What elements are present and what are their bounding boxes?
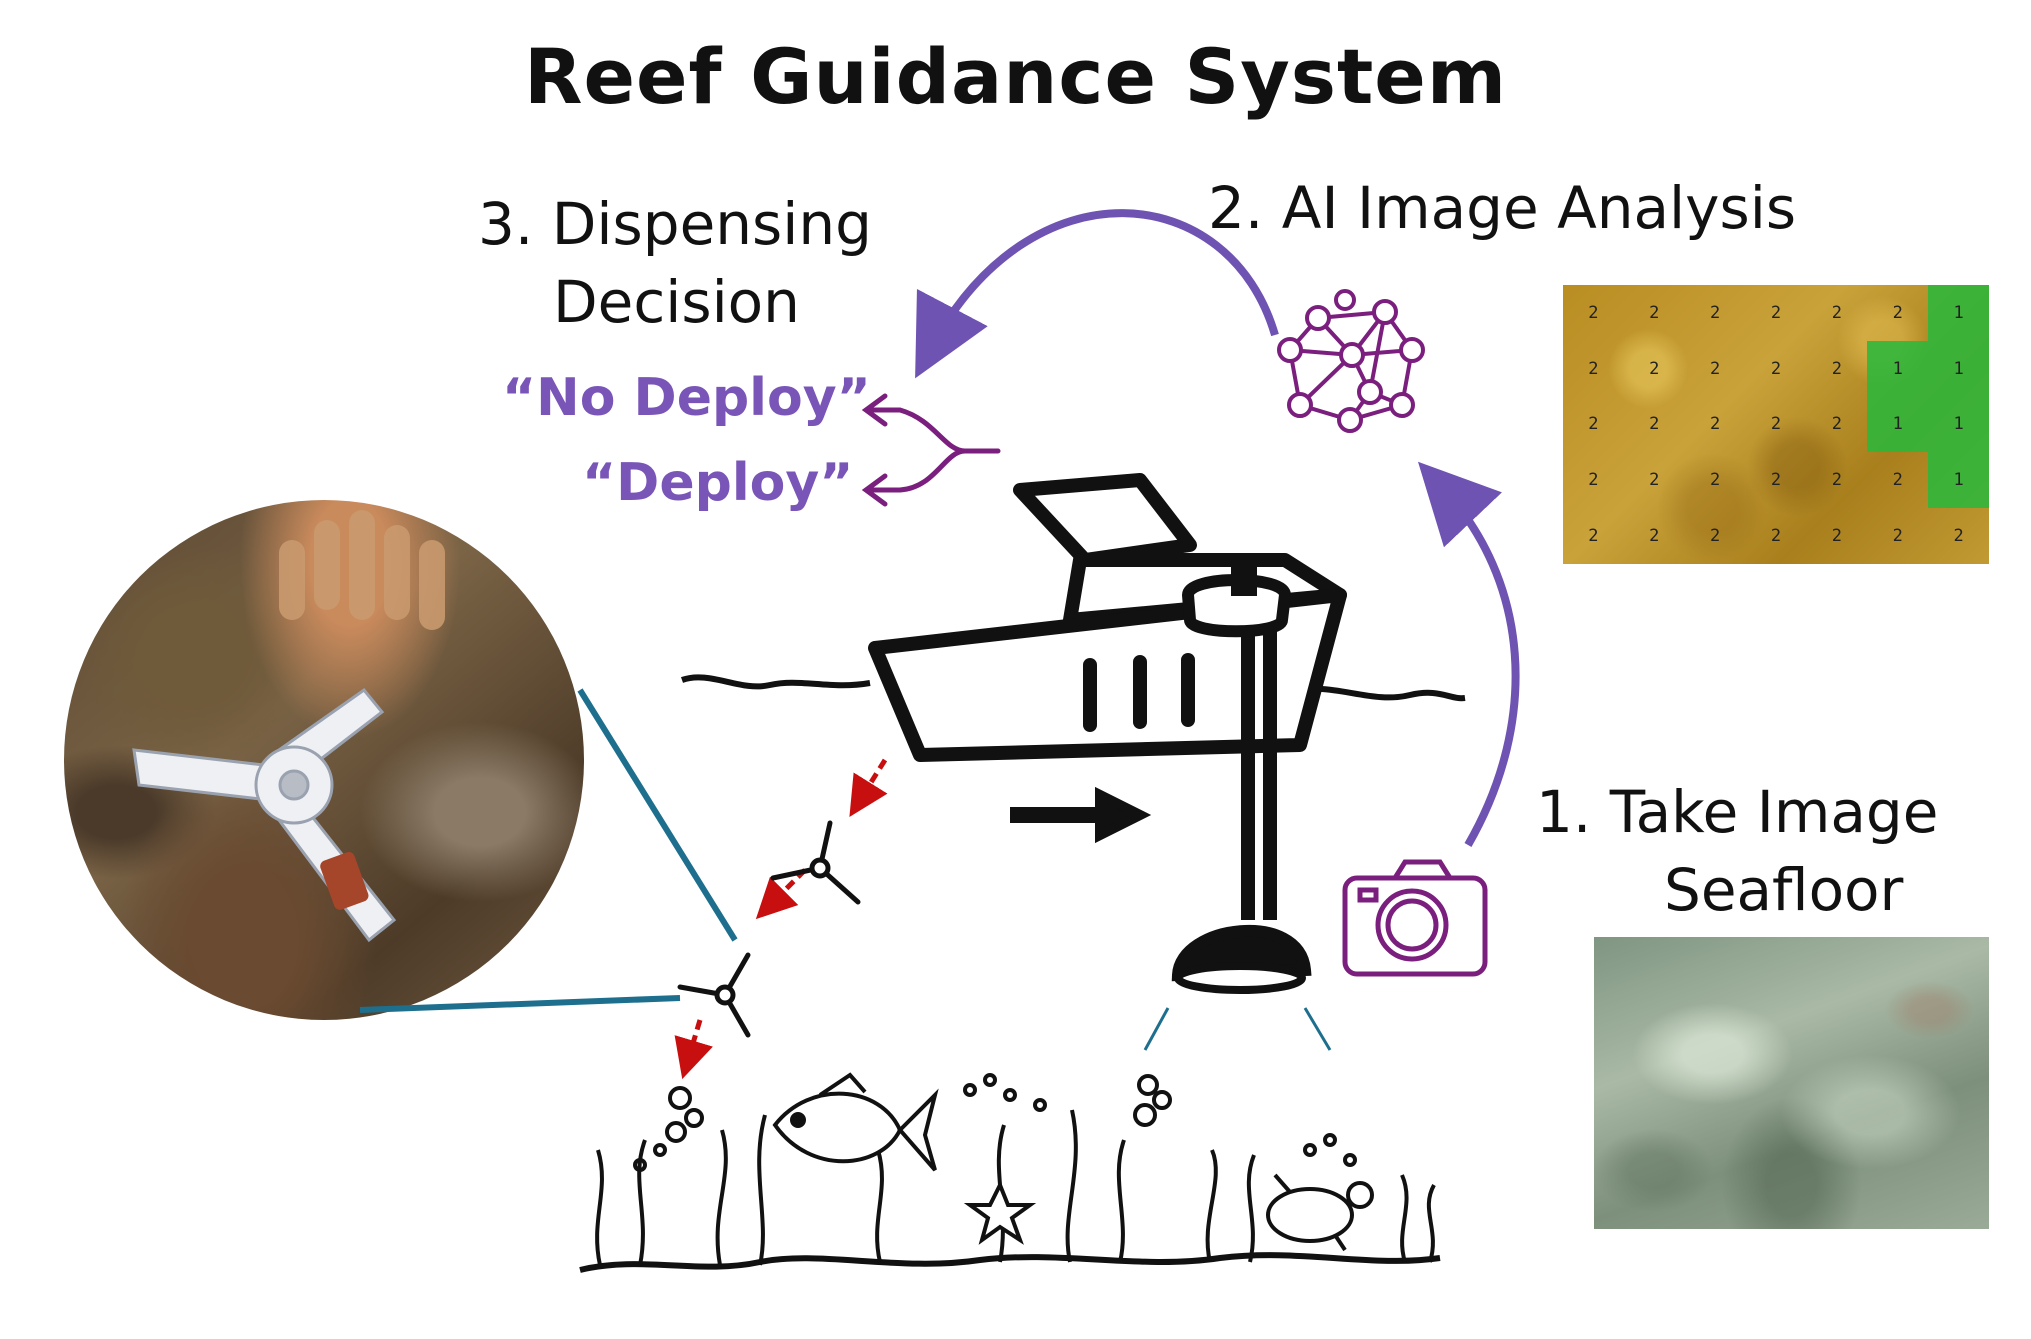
grid-cell: 2 bbox=[1588, 414, 1599, 435]
grid-cell: 2 bbox=[1649, 358, 1660, 379]
grid-cell: 2 bbox=[1770, 302, 1782, 323]
grid-cell: 2 bbox=[1831, 526, 1842, 547]
step1-label-line1: 1. Take Image bbox=[1536, 778, 1939, 846]
grid-cell: 2 bbox=[1892, 302, 1903, 323]
grid-cell: 2 bbox=[1831, 470, 1842, 491]
grid-cell: 2 bbox=[1710, 526, 1721, 547]
grid-cell: 1 bbox=[1928, 285, 1989, 341]
neural-network-icon bbox=[1277, 289, 1425, 433]
coral-device-icon bbox=[132, 510, 445, 943]
step1-label-line2: Seafloor bbox=[1664, 856, 1904, 924]
callout-line-top bbox=[577, 688, 738, 942]
image-to-analysis-arrow bbox=[1418, 461, 1520, 847]
grid-cell: 2 bbox=[1588, 302, 1599, 323]
grid-cell: 2 bbox=[1588, 470, 1599, 491]
diagram-title: Reef Guidance System bbox=[523, 32, 1508, 121]
falling-device-icon bbox=[770, 820, 861, 905]
analysis-to-decision-arrow bbox=[915, 209, 1279, 379]
grid-cell: 2 bbox=[1770, 358, 1782, 379]
no-deploy-label: “No Deploy” bbox=[502, 368, 871, 428]
reef-device-photo bbox=[64, 500, 584, 1020]
grid-cell: 2 bbox=[1710, 414, 1721, 435]
grid-cell: 2 bbox=[1770, 526, 1782, 547]
step3-label-line2: Decision bbox=[553, 268, 800, 336]
grid-cell: 2 bbox=[1649, 302, 1660, 323]
callout-line-bottom bbox=[359, 995, 681, 1013]
decision-fork-icon bbox=[861, 393, 1001, 507]
grid-cell: 2 bbox=[1770, 470, 1782, 491]
grid-cell: 2 bbox=[1649, 414, 1660, 435]
grid-cell: 2 bbox=[1588, 526, 1599, 547]
deploy-label: “Deploy” bbox=[582, 453, 854, 513]
grid-cell: 2 bbox=[1831, 302, 1842, 323]
grid-cell: 1 bbox=[1867, 396, 1929, 453]
camera-pole bbox=[1171, 562, 1312, 994]
fov-line-right bbox=[1303, 1007, 1332, 1051]
grid-cell: 2 bbox=[1588, 358, 1599, 379]
grid-cell: 2 bbox=[1831, 358, 1842, 379]
fov-line-left bbox=[1143, 1007, 1170, 1051]
grid-cell: 2 bbox=[1649, 526, 1660, 547]
grid-cell: 1 bbox=[1928, 452, 1989, 509]
seafloor-photo bbox=[1594, 937, 1989, 1229]
grid-cell: 2 bbox=[1710, 358, 1721, 379]
grid-cell: 1 bbox=[1867, 340, 1929, 397]
grid-cell: 2 bbox=[1892, 470, 1903, 491]
seafloor-illustration bbox=[579, 1072, 1441, 1273]
grid-cell: 2 bbox=[1892, 526, 1903, 547]
grid-cell: 2 bbox=[1831, 414, 1842, 435]
step2-label: 2. AI Image Analysis bbox=[1208, 174, 1797, 242]
grid-cell: 2 bbox=[1770, 414, 1782, 435]
falling-device-icon bbox=[677, 952, 751, 1038]
grid-cell: 2 bbox=[1710, 302, 1721, 323]
grid-cell: 1 bbox=[1928, 396, 1989, 453]
grid-cell: 1 bbox=[1928, 340, 1989, 397]
grid-cell: 2 bbox=[1710, 470, 1721, 491]
camera-icon bbox=[1342, 859, 1488, 977]
dispense-arrows bbox=[674, 758, 888, 1080]
grid-cell: 2 bbox=[1953, 526, 1964, 547]
step3-label-line1: 3. Dispensing bbox=[478, 190, 872, 258]
grid-cell: 2 bbox=[1649, 470, 1660, 491]
boat-direction-arrow bbox=[1010, 786, 1152, 844]
